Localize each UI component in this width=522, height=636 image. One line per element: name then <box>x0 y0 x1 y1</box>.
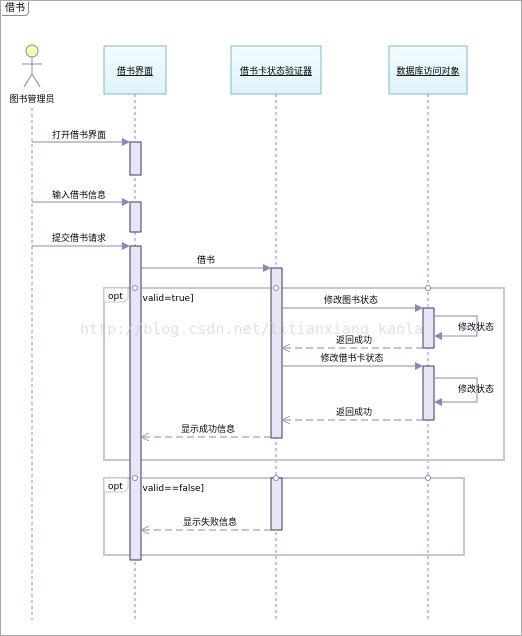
fragment-opt-valid-true: opt [valid=true] <box>103 287 505 461</box>
message-self-update-1 <box>434 315 478 340</box>
label-self-update-2: 修改状态 <box>458 383 494 395</box>
fragment-marker <box>425 285 431 291</box>
diagram-title: 借书 <box>2 2 29 16</box>
fragment-2-guard: [valid==false] <box>139 484 204 494</box>
activation-ui-1 <box>129 141 142 176</box>
message-self-update-2 <box>434 377 478 406</box>
fragment-1-operator: opt <box>108 292 123 302</box>
activation-dao-2 <box>422 365 435 421</box>
label-input-borrow-info: 输入借书信息 <box>52 189 106 201</box>
lifeline-dao-label: 数据库访问对象 <box>396 65 459 77</box>
fragment-1-guard: [valid=true] <box>139 294 194 304</box>
fragment-marker <box>273 475 279 481</box>
fragment-2-operator: opt <box>108 482 123 492</box>
lifeline-validator-label: 借书卡状态验证器 <box>240 65 312 77</box>
activation-validator-1 <box>270 267 283 439</box>
label-return-success-1: 返回成功 <box>336 334 372 346</box>
label-show-failure: 显示失败信息 <box>183 516 237 528</box>
fragment-marker <box>132 475 138 481</box>
fragment-opt-valid-false: opt [valid==false] <box>103 477 465 556</box>
label-update-book-status: 修改图书状态 <box>324 294 378 306</box>
lifeline-ui: 借书界面 <box>103 45 167 95</box>
fragment-marker <box>425 475 431 481</box>
label-borrow: 借书 <box>197 254 215 266</box>
watermark: http://blog.csdn.net/litianxiang_kaola <box>80 320 423 338</box>
label-update-card-status: 修改借书卡状态 <box>320 352 383 364</box>
fragment-marker <box>273 285 279 291</box>
activation-ui-2 <box>129 201 142 233</box>
label-show-success: 显示成功信息 <box>181 423 235 435</box>
lifeline-ui-label: 借书界面 <box>117 65 153 77</box>
lifeline-dao: 数据库访问对象 <box>388 45 468 95</box>
activation-dao-1 <box>422 307 435 349</box>
label-self-update-1: 修改状态 <box>458 321 494 333</box>
label-submit-request: 提交借书请求 <box>52 232 106 244</box>
label-return-success-2: 返回成功 <box>336 406 372 418</box>
fragment-marker <box>132 285 138 291</box>
actor-label: 图书管理员 <box>9 93 54 105</box>
activation-validator-2 <box>270 477 283 531</box>
activation-ui-3 <box>129 245 142 561</box>
actor-librarian: 图书管理员 <box>9 44 55 105</box>
label-open-borrow-ui: 打开借书界面 <box>52 129 106 141</box>
lifeline-validator: 借书卡状态验证器 <box>230 45 322 95</box>
